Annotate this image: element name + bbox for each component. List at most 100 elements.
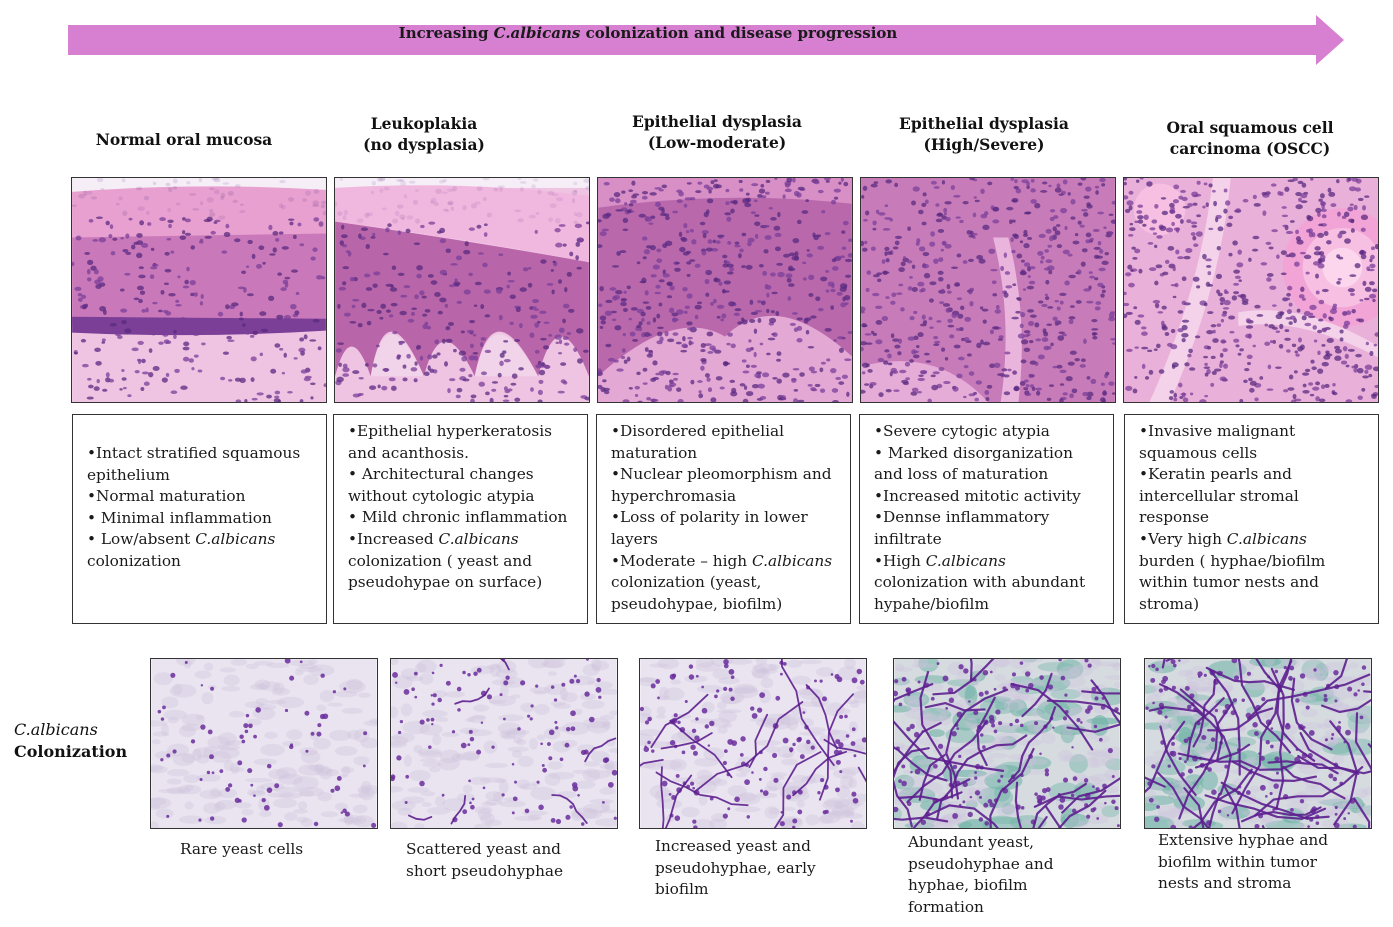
description-line: •Increased mitotic activity [874, 486, 1081, 505]
description-line: •Severe cytogic atypia [874, 422, 1050, 440]
caption-line: Abundant yeast, [908, 833, 1034, 851]
stage-description-3: •Disordered epithelial maturation •Nuclear… [596, 414, 851, 624]
histology-image-1 [71, 177, 327, 403]
histology-image-4 [860, 177, 1116, 403]
colonization-image-3 [639, 658, 867, 829]
stage-title-line: carcinoma (OSCC) [1169, 139, 1331, 158]
description-line: pseudohypae, biofilm) [611, 594, 783, 613]
stage-title-line: (Low-moderate) [647, 133, 787, 152]
stage-title-4: Epithelial dysplasia(High/Severe) [854, 113, 1114, 155]
description-line: •High C.albicans [874, 551, 1006, 570]
caption-line: nests and stroma [1158, 874, 1292, 892]
stage-title-line: Normal oral mucosa [95, 130, 273, 149]
caption-line: pseudohyphae and [908, 854, 1054, 873]
colonization-caption-5: Extensive hyphae and biofilm within tumor… [1158, 830, 1328, 895]
description-line: stroma) [1139, 594, 1200, 613]
histology-texture [72, 178, 326, 402]
stage-description-5: •Invasive malignant squamous cells •Kerati… [1124, 414, 1379, 624]
description-line: • Architectural changes [348, 465, 534, 484]
description-line: hyperchromasia [611, 486, 737, 505]
description-line: •Invasive malignant [1139, 422, 1296, 440]
histology-image-2 [334, 177, 590, 403]
description-line: infiltrate [874, 529, 942, 548]
histology-image-3 [597, 177, 853, 403]
description-line: •Very high C.albicans [1139, 529, 1307, 548]
description-line: layers [611, 529, 658, 548]
histology-texture [861, 178, 1115, 402]
description-line: colonization with abundant [874, 573, 1086, 592]
caption-line: hyphae, biofilm [908, 876, 1028, 894]
description-line: •Moderate – high C.albicans [611, 551, 833, 570]
description-line: • Mild chronic inflammation [348, 508, 568, 527]
caption-line: Scattered yeast and [406, 840, 561, 858]
colonization-caption-2: Scattered yeast and short pseudohyphae [406, 839, 563, 882]
stage-description-2: •Epithelial hyperkeratosis and acanthosi… [333, 414, 588, 624]
stage-title-5: Oral squamous cell carcinoma (OSCC) [1120, 117, 1380, 159]
stage-title-1: Normal oral mucosa [54, 129, 314, 150]
progression-arrow-icon [68, 15, 1344, 65]
stain-texture [391, 659, 617, 828]
description-line: •Epithelial hyperkeratosis [348, 422, 552, 440]
row-label-word: Colonization [14, 742, 128, 761]
colonization-caption-3: Increased yeast and pseudohyphae, early bi… [655, 836, 816, 901]
stage-description-1: •Intact stratified squamous epithelium •No… [72, 414, 327, 624]
description-line: colonization (yeast, [611, 573, 762, 592]
description-line: maturation [611, 443, 698, 462]
description-line: •Intact stratified squamous [87, 444, 301, 462]
stage-title-2: Leukoplakia (no dysplasia) [294, 113, 554, 155]
description-line: response [1139, 508, 1209, 527]
caption-line: Extensive hyphae and [1158, 831, 1329, 849]
description-line: colonization [87, 551, 181, 570]
caption-line: formation [908, 897, 984, 916]
caption-line: pseudohyphae, early [655, 858, 816, 877]
description-line: •Loss of polarity in lower [611, 508, 808, 527]
colonization-image-5 [1144, 658, 1372, 829]
description-line: •Nuclear pleomorphism and [611, 465, 832, 484]
colonization-image-2 [390, 658, 618, 829]
stage-title-line: Epithelial dysplasia [632, 112, 802, 131]
stain-texture [151, 659, 377, 828]
description-line: within tumor nests and [1139, 573, 1319, 592]
stage-title-line: Oral squamous cell [1166, 118, 1334, 137]
progression-species: C.albicans [493, 24, 581, 42]
description-line: colonization ( yeast and [348, 551, 533, 570]
description-line: •Dennse inflammatory [874, 508, 1050, 527]
caption-line: short pseudohyphae [406, 861, 564, 880]
species-name: C.albicans [925, 551, 1006, 570]
description-line: squamous cells [1139, 443, 1258, 462]
caption-line: Increased yeast and [655, 837, 811, 855]
stain-texture [1145, 659, 1371, 828]
description-line: •Disordered epithelial [611, 422, 785, 440]
row-label-species: C.albicans [14, 720, 98, 739]
stain-texture [894, 659, 1120, 828]
description-line: hypahe/biofilm [874, 594, 989, 613]
stain-texture [640, 659, 866, 828]
description-line: and acanthosis. [348, 443, 469, 462]
description-line: without cytologic atypia [348, 486, 535, 505]
description-line: and loss of maturation [874, 465, 1049, 484]
description-line: • Marked disorganization [874, 443, 1073, 462]
species-name: C.albicans [438, 529, 519, 548]
stage-title-3: Epithelial dysplasia (Low-moderate) [587, 111, 847, 153]
description-line: •Keratin pearls and [1139, 465, 1292, 484]
species-name: C.albicans [1226, 529, 1307, 548]
colonization-caption-1: Rare yeast cells [180, 839, 303, 861]
colonization-caption-4: Abundant yeast, pseudohyphae and hyphae, b… [908, 832, 1054, 918]
description-line: burden ( hyphae/biofilm [1139, 551, 1326, 570]
colonization-image-1 [150, 658, 378, 829]
description-line: pseudohypae on surface) [348, 573, 543, 592]
stage-title-line: Epithelial dysplasia [899, 114, 1069, 133]
stage-description-4: •Severe cytogic atypia • Marked disorgani… [859, 414, 1114, 624]
species-name: C.albicans [195, 530, 276, 549]
description-line: epithelium [87, 465, 170, 484]
stage-title-line: (no dysplasia) [363, 135, 485, 154]
histology-texture [598, 178, 852, 402]
description-line: • Minimal inflammation [87, 508, 272, 527]
caption-line: biofilm within tumor [1158, 852, 1317, 871]
caption-line: Rare yeast cells [180, 840, 304, 858]
colonization-row-label: C.albicans Colonization [14, 719, 127, 763]
caption-line: biofilm [655, 880, 709, 898]
description-line: •Increased C.albicans [348, 529, 519, 548]
stage-title-line: Leukoplakia [370, 114, 478, 133]
description-line: •Normal maturation [87, 487, 246, 506]
